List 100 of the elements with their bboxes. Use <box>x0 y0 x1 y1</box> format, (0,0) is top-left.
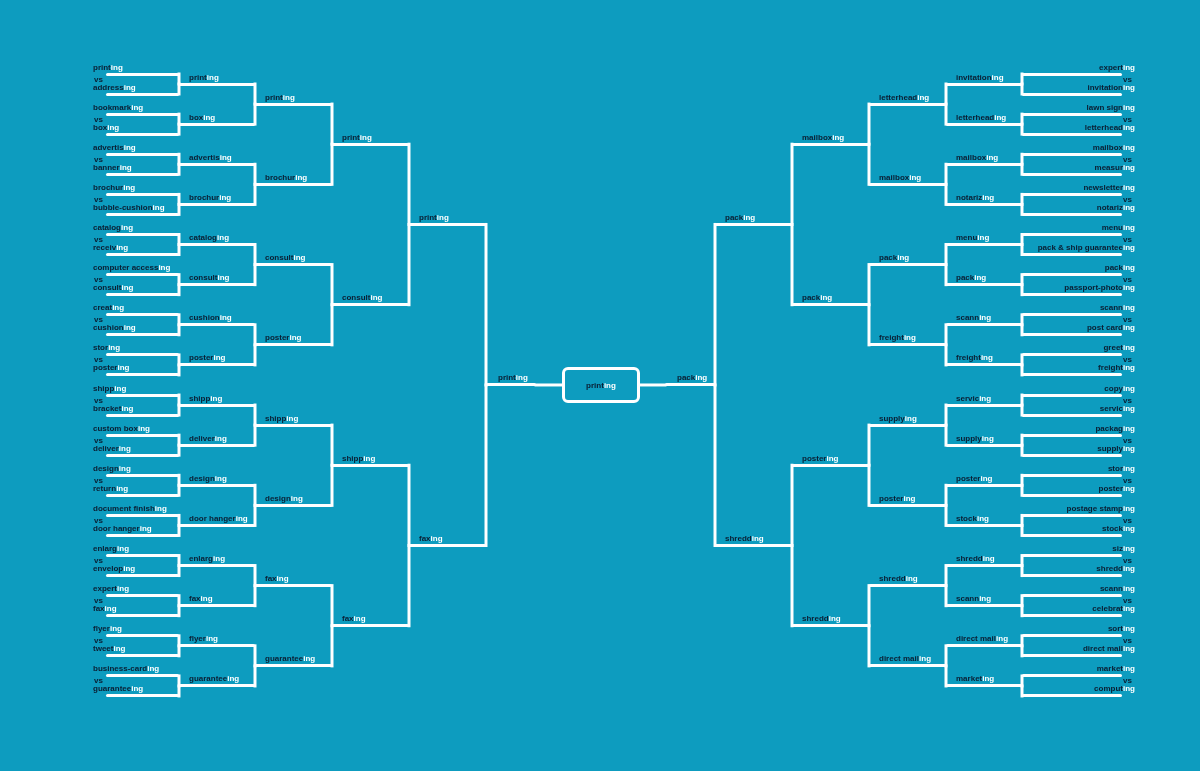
bracket-line <box>177 403 181 417</box>
bracket-slot <box>179 634 255 648</box>
entrant-name: enveloping <box>93 564 136 575</box>
bracket-line <box>790 222 794 307</box>
bracket-slot <box>946 393 1022 407</box>
bracket-line <box>1020 243 1024 256</box>
bracket-slot <box>179 192 255 206</box>
entrant-name: delivering <box>93 443 131 454</box>
bracket-line <box>944 584 948 608</box>
entrant-name: letterheading <box>879 92 930 103</box>
bracket-slot <box>946 513 1022 527</box>
entrant-name: consulting <box>189 273 230 284</box>
entrant-name: bracketing <box>93 403 134 414</box>
bracket-line <box>944 483 948 507</box>
versus-label: vs <box>1123 356 1132 364</box>
bracket-slot <box>792 293 869 307</box>
entrant-name: menuing <box>1101 223 1135 233</box>
entrant-name: brochuring <box>93 182 136 193</box>
bracket-slot <box>93 223 179 236</box>
bracket-line <box>1020 513 1024 527</box>
bracket-slot <box>332 614 409 628</box>
bracket-slot <box>1022 182 1135 196</box>
bracket-slot <box>946 112 1022 126</box>
entrant-name: greeting <box>1103 343 1135 354</box>
entrant-name: consulting <box>342 293 383 304</box>
entrant-name: experting <box>1099 62 1135 73</box>
entrant-name: direct mailing <box>879 654 931 665</box>
bracket-slot <box>93 343 179 357</box>
entrant-name: packaging <box>1095 423 1135 434</box>
bracket-line <box>177 604 181 618</box>
entrant-name: postering <box>879 493 916 504</box>
entrant-name: faxing <box>93 604 117 615</box>
bracket-slot <box>946 674 1022 688</box>
bracket-line <box>253 182 257 206</box>
bracket-slot <box>93 323 179 337</box>
entrant-name: sorting <box>1107 624 1135 635</box>
bracket-line <box>177 443 181 457</box>
versus-label: vs <box>94 637 103 645</box>
versus-label: vs <box>1123 236 1132 243</box>
entrant-name: storing <box>93 343 121 354</box>
bracket-slot <box>179 273 255 287</box>
bracket-slot <box>792 453 869 467</box>
bracket-line <box>177 72 181 86</box>
bracket-line <box>407 222 411 307</box>
bracket-line <box>177 523 181 537</box>
bracket-slot <box>1022 223 1135 236</box>
entrant-name: scanning <box>1099 303 1135 314</box>
bracket-slot <box>946 473 1022 487</box>
bracket-slot <box>946 433 1022 447</box>
bracket-slot <box>179 112 255 126</box>
versus-label: vs <box>94 316 103 324</box>
versus-label: vs <box>94 115 103 123</box>
bracket-line <box>1020 393 1024 407</box>
entrant-name: tweeting <box>93 644 126 655</box>
entrant-name: letterheading <box>956 112 1007 123</box>
versus-label: vs <box>1123 155 1132 163</box>
bracket-slot <box>93 544 179 558</box>
bracket-line <box>177 202 181 216</box>
entrant-name: cushioning <box>93 323 136 334</box>
entrant-name: guaranteeing <box>93 684 144 695</box>
entrant-name: cataloging <box>189 233 229 243</box>
versus-label: vs <box>94 557 103 565</box>
bracket-line <box>330 102 334 146</box>
bracket-line <box>177 82 181 96</box>
bracket-slot <box>869 654 946 668</box>
entrant-name: bannering <box>93 162 132 173</box>
bracket-slot <box>93 523 179 537</box>
bracket-line <box>944 503 948 527</box>
entrant-name: copying <box>1104 383 1135 394</box>
bracket-slot <box>93 283 179 297</box>
bracket-slot <box>1022 403 1135 417</box>
entrant-name: marketing <box>1096 664 1135 675</box>
bracket-line <box>253 82 257 106</box>
bracket-line <box>253 403 257 427</box>
bracket-slot <box>93 102 179 116</box>
bracket-slot <box>1022 523 1135 537</box>
bracket-slot <box>93 463 179 477</box>
bracket-slot <box>1022 102 1135 116</box>
entrant-name: shredding <box>956 554 995 565</box>
entrant-name: post carding <box>1087 323 1135 334</box>
bracket-line <box>177 233 181 246</box>
versus-label: vs <box>94 236 103 243</box>
bracket-slot <box>93 82 179 96</box>
entrant-name: postering <box>265 333 302 344</box>
bracket-line <box>1020 122 1024 136</box>
bracket-line <box>407 544 411 628</box>
bracket-line <box>1020 403 1024 417</box>
entrant-name: delivering <box>189 433 227 444</box>
bracket-slot <box>715 212 792 226</box>
bracket-slot <box>93 403 179 417</box>
versus-label: vs <box>94 476 103 484</box>
bracket-line <box>867 142 871 186</box>
entrant-name: receiving <box>93 243 129 253</box>
bracket-line <box>1020 192 1024 206</box>
entrant-name: scanning <box>1099 584 1135 595</box>
bracket-slot <box>332 132 409 146</box>
entrant-name: packing <box>802 293 833 304</box>
entrant-name: door hangering <box>189 513 248 524</box>
bracket-slot <box>1022 343 1135 357</box>
entrant-name: creating <box>93 303 125 314</box>
